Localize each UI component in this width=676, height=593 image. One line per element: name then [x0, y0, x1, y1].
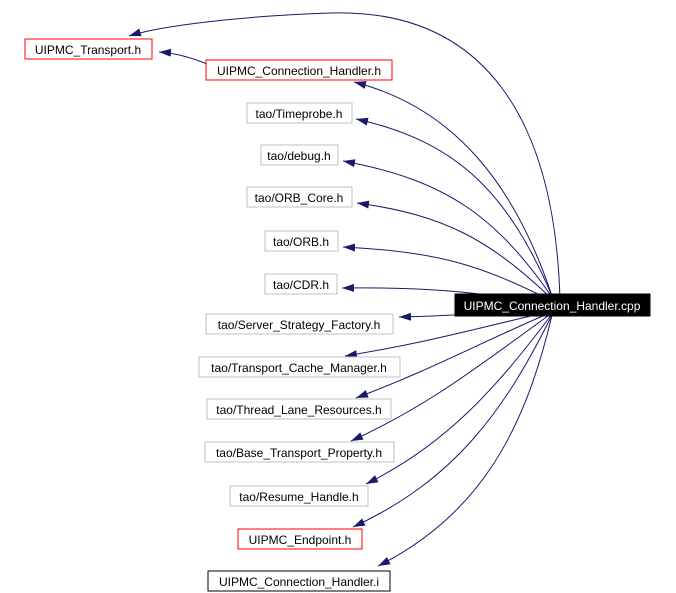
node-tao-thread-lane-resources-h[interactable]: tao/Thread_Lane_Resources.h [206, 398, 392, 420]
node-uipmc-connection-handler-i[interactable]: UIPMC_Connection_Handler.i [207, 570, 391, 592]
node-label: tao/Transport_Cache_Manager.h [211, 361, 387, 375]
node-tao-server-strategy-factory-h[interactable]: tao/Server_Strategy_Factory.h [205, 313, 394, 335]
node-box[interactable] [237, 528, 363, 550]
edge-cpp-to-endpoint-h [352, 314, 553, 528]
edge-cpp-to-base-transport-property-h [350, 312, 553, 442]
node-label: tao/Thread_Lane_Resources.h [216, 403, 381, 417]
node-tao-orb-core-h[interactable]: tao/ORB_Core.h [246, 186, 353, 208]
node-uipmc-connection-handler-cpp[interactable]: UIPMC_Connection_Handler.cpp [454, 293, 651, 317]
edge-cpp-to-connection-handler-i [377, 314, 553, 567]
node-box[interactable] [246, 186, 353, 208]
node-label: tao/Resume_Handle.h [239, 490, 358, 504]
edge-cpp-to-debug-h [342, 159, 553, 298]
node-uipmc-transport-h[interactable]: UIPMC_Transport.h [24, 38, 153, 60]
node-box[interactable] [246, 102, 353, 124]
node-label: UIPMC_Transport.h [35, 43, 141, 57]
node-box[interactable] [229, 485, 369, 507]
edge-cpp-to-timeprobe-h [355, 117, 553, 297]
node-uipmc-endpoint-h[interactable]: UIPMC_Endpoint.h [237, 528, 363, 550]
edge-cpp-to-orb-core-h [356, 200, 553, 300]
node-box[interactable] [207, 570, 391, 592]
edge-connection-handler-h-to-transport-h [158, 48, 208, 65]
node-box[interactable] [198, 356, 401, 378]
node-tao-debug-h[interactable]: tao/debug.h [260, 144, 339, 166]
node-box[interactable] [454, 293, 651, 317]
edge-group [128, 12, 561, 567]
edge-cpp-to-orb-h [342, 243, 553, 302]
node-label: UIPMC_Connection_Handler.cpp [464, 299, 641, 313]
edge-cpp-to-thread-lane-resources-h [355, 311, 553, 399]
node-label: tao/ORB_Core.h [255, 191, 344, 205]
edge-cpp-to-transport-h [128, 12, 561, 301]
node-label: tao/debug.h [267, 149, 330, 163]
node-label: UIPMC_Connection_Handler.h [217, 64, 381, 78]
node-box[interactable] [264, 230, 339, 252]
node-label: tao/Timeprobe.h [256, 107, 343, 121]
node-box[interactable] [264, 273, 338, 295]
node-label: tao/Base_Transport_Property.h [216, 446, 382, 460]
edge-cpp-to-connection-handler-h [353, 81, 553, 297]
node-box[interactable] [206, 398, 392, 420]
node-tao-resume-handle-h[interactable]: tao/Resume_Handle.h [229, 485, 369, 507]
node-tao-transport-cache-manager-h[interactable]: tao/Transport_Cache_Manager.h [198, 356, 401, 378]
edge-cpp-to-transport-cache-manager-h [344, 310, 553, 358]
node-label: UIPMC_Endpoint.h [249, 533, 352, 547]
node-box[interactable] [205, 313, 394, 335]
node-tao-orb-h[interactable]: tao/ORB.h [264, 230, 339, 252]
node-box[interactable] [24, 38, 153, 60]
node-box[interactable] [260, 144, 339, 166]
node-label: tao/Server_Strategy_Factory.h [218, 318, 381, 332]
node-label: tao/CDR.h [273, 278, 329, 292]
node-label: tao/ORB.h [273, 235, 329, 249]
node-tao-timeprobe-h[interactable]: tao/Timeprobe.h [246, 102, 353, 124]
node-tao-cdr-h[interactable]: tao/CDR.h [264, 273, 338, 295]
edge-cpp-to-resume-handle-h [365, 313, 553, 485]
node-box[interactable] [205, 59, 393, 81]
node-box[interactable] [204, 441, 395, 463]
node-label: UIPMC_Connection_Handler.i [219, 575, 379, 589]
node-uipmc-connection-handler-h[interactable]: UIPMC_Connection_Handler.h [205, 59, 393, 81]
node-tao-base-transport-property-h[interactable]: tao/Base_Transport_Property.h [204, 441, 395, 463]
